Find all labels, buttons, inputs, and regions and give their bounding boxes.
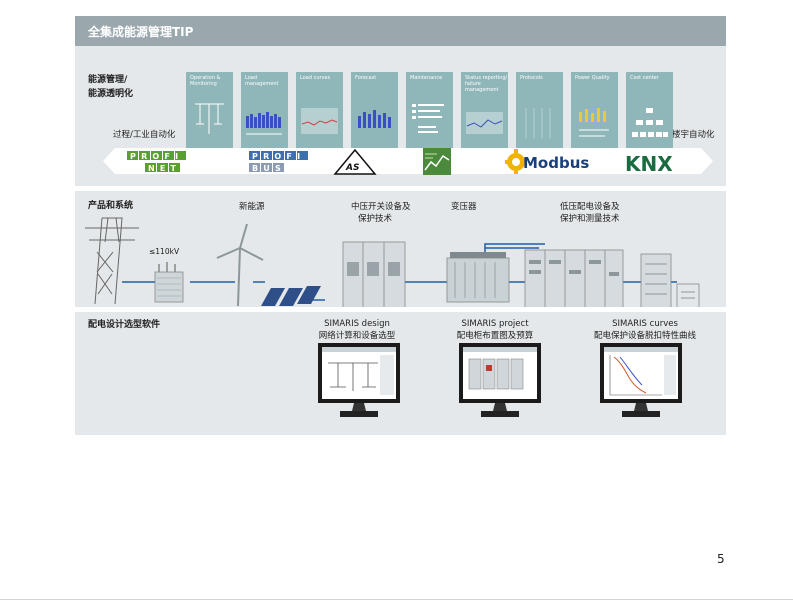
transformer-icon	[446, 252, 510, 303]
lv-label-line2: 保护和测量技术	[560, 214, 620, 224]
profibus-logo: PROFI BUS	[245, 150, 325, 178]
solar-panel-icon	[261, 286, 321, 306]
simaris-project-name: SIMARIS project	[461, 319, 529, 329]
lv-switchgear-icon	[524, 249, 624, 307]
power-distribution-illustration	[85, 217, 700, 307]
tile-forecast: Forecast	[351, 72, 398, 158]
tile-load-management: Load management	[241, 72, 288, 158]
page-number: 5	[717, 552, 725, 566]
status-chart-icon	[466, 112, 503, 134]
energy-label-line2: 能源透明化	[88, 89, 134, 99]
protocol-grid-icon	[525, 108, 551, 138]
energy-label-line1: 能源管理/	[88, 75, 128, 85]
svg-text:AS: AS	[345, 163, 359, 173]
tile-protocols: Protocols	[516, 72, 563, 158]
process-automation-label: 过程/工业自动化	[113, 130, 176, 140]
software-label: 配电设计选型软件	[88, 320, 161, 330]
tile-operation-monitoring: Operation & Monitoring	[186, 72, 233, 158]
svg-text:Modbus: Modbus	[523, 154, 589, 172]
lv-label-line1: 低压配电设备及	[560, 202, 620, 212]
single-line-diagram-icon	[195, 103, 224, 134]
tile-status-reporting: Status reporting/ failure management	[461, 72, 508, 158]
line-chart-icon	[301, 108, 338, 134]
bar-chart-icon	[246, 112, 282, 135]
simaris-project-desc: 配电柜布置图及预算	[456, 331, 534, 341]
svg-text:NET: NET	[148, 164, 181, 173]
power-quality-icon	[579, 108, 609, 137]
tip-overview-panel: 全集成能源管理TIP 能源管理/ 能源透明化 过程/工业自动化 楼宇自动化 Op…	[75, 16, 726, 435]
simaris-design-name: SIMARIS design	[324, 319, 390, 329]
simaris-design-monitor-icon	[318, 343, 400, 417]
transmission-tower-icon	[85, 217, 139, 305]
section-divider	[75, 307, 726, 312]
industrial-ethernet-logo	[423, 148, 451, 179]
as-interface-logo: AS	[331, 148, 379, 179]
wind-turbine-icon	[216, 223, 264, 307]
page-header: 全集成能源管理TIP	[75, 16, 726, 46]
transformer-label: 变压器	[451, 202, 477, 212]
simaris-project-caption: SIMARIS project 配电柜布置图及预算	[440, 318, 550, 342]
hv-transformer-icon	[154, 262, 184, 303]
page-title: 全集成能源管理TIP	[88, 25, 194, 39]
svg-text:BUS: BUS	[252, 164, 286, 173]
mv-label-line1: 中压开关设备及	[351, 202, 411, 212]
tile-power-quality: Power Quality	[571, 72, 618, 158]
products-label: 产品和系统	[88, 201, 134, 211]
cost-center-icon	[632, 108, 668, 137]
section-divider	[75, 186, 726, 191]
modbus-logo: Modbus	[505, 147, 597, 179]
simaris-design-caption: SIMARIS design 网络计算和设备选型	[307, 318, 407, 342]
svg-text:KNX: KNX	[625, 152, 673, 175]
forecast-chart-icon	[358, 110, 391, 128]
renewable-label: 新能源	[239, 202, 265, 212]
tile-maintenance: Maintenance	[406, 72, 453, 158]
svg-text:PROFI: PROFI	[130, 152, 183, 161]
simaris-curves-name: SIMARIS curves	[612, 319, 678, 329]
distribution-board-icon	[640, 253, 700, 307]
mv-switchgear-icon	[342, 241, 406, 307]
voltage-label: ≤110kV	[149, 247, 180, 256]
tile-load-curves: Load curves	[296, 72, 343, 158]
simaris-design-desc: 网络计算和设备选型	[318, 331, 396, 341]
footer-line	[0, 599, 793, 600]
simaris-project-monitor-icon	[459, 343, 541, 417]
svg-text:PROFI: PROFI	[252, 152, 305, 161]
simaris-curves-desc: 配电保护设备脱扣特性曲线	[593, 331, 696, 341]
mv-label-line2: 保护技术	[358, 214, 393, 224]
tile-cost-center: Cost center	[626, 72, 673, 158]
simaris-curves-monitor-icon	[600, 343, 682, 417]
building-automation-label: 楼宇自动化	[672, 130, 715, 140]
maintenance-list-icon	[412, 104, 444, 133]
profinet-logo: PROFI NET	[123, 150, 203, 178]
simaris-curves-caption: SIMARIS curves 配电保护设备脱扣特性曲线	[575, 318, 715, 342]
knx-logo: KNX	[623, 149, 683, 179]
